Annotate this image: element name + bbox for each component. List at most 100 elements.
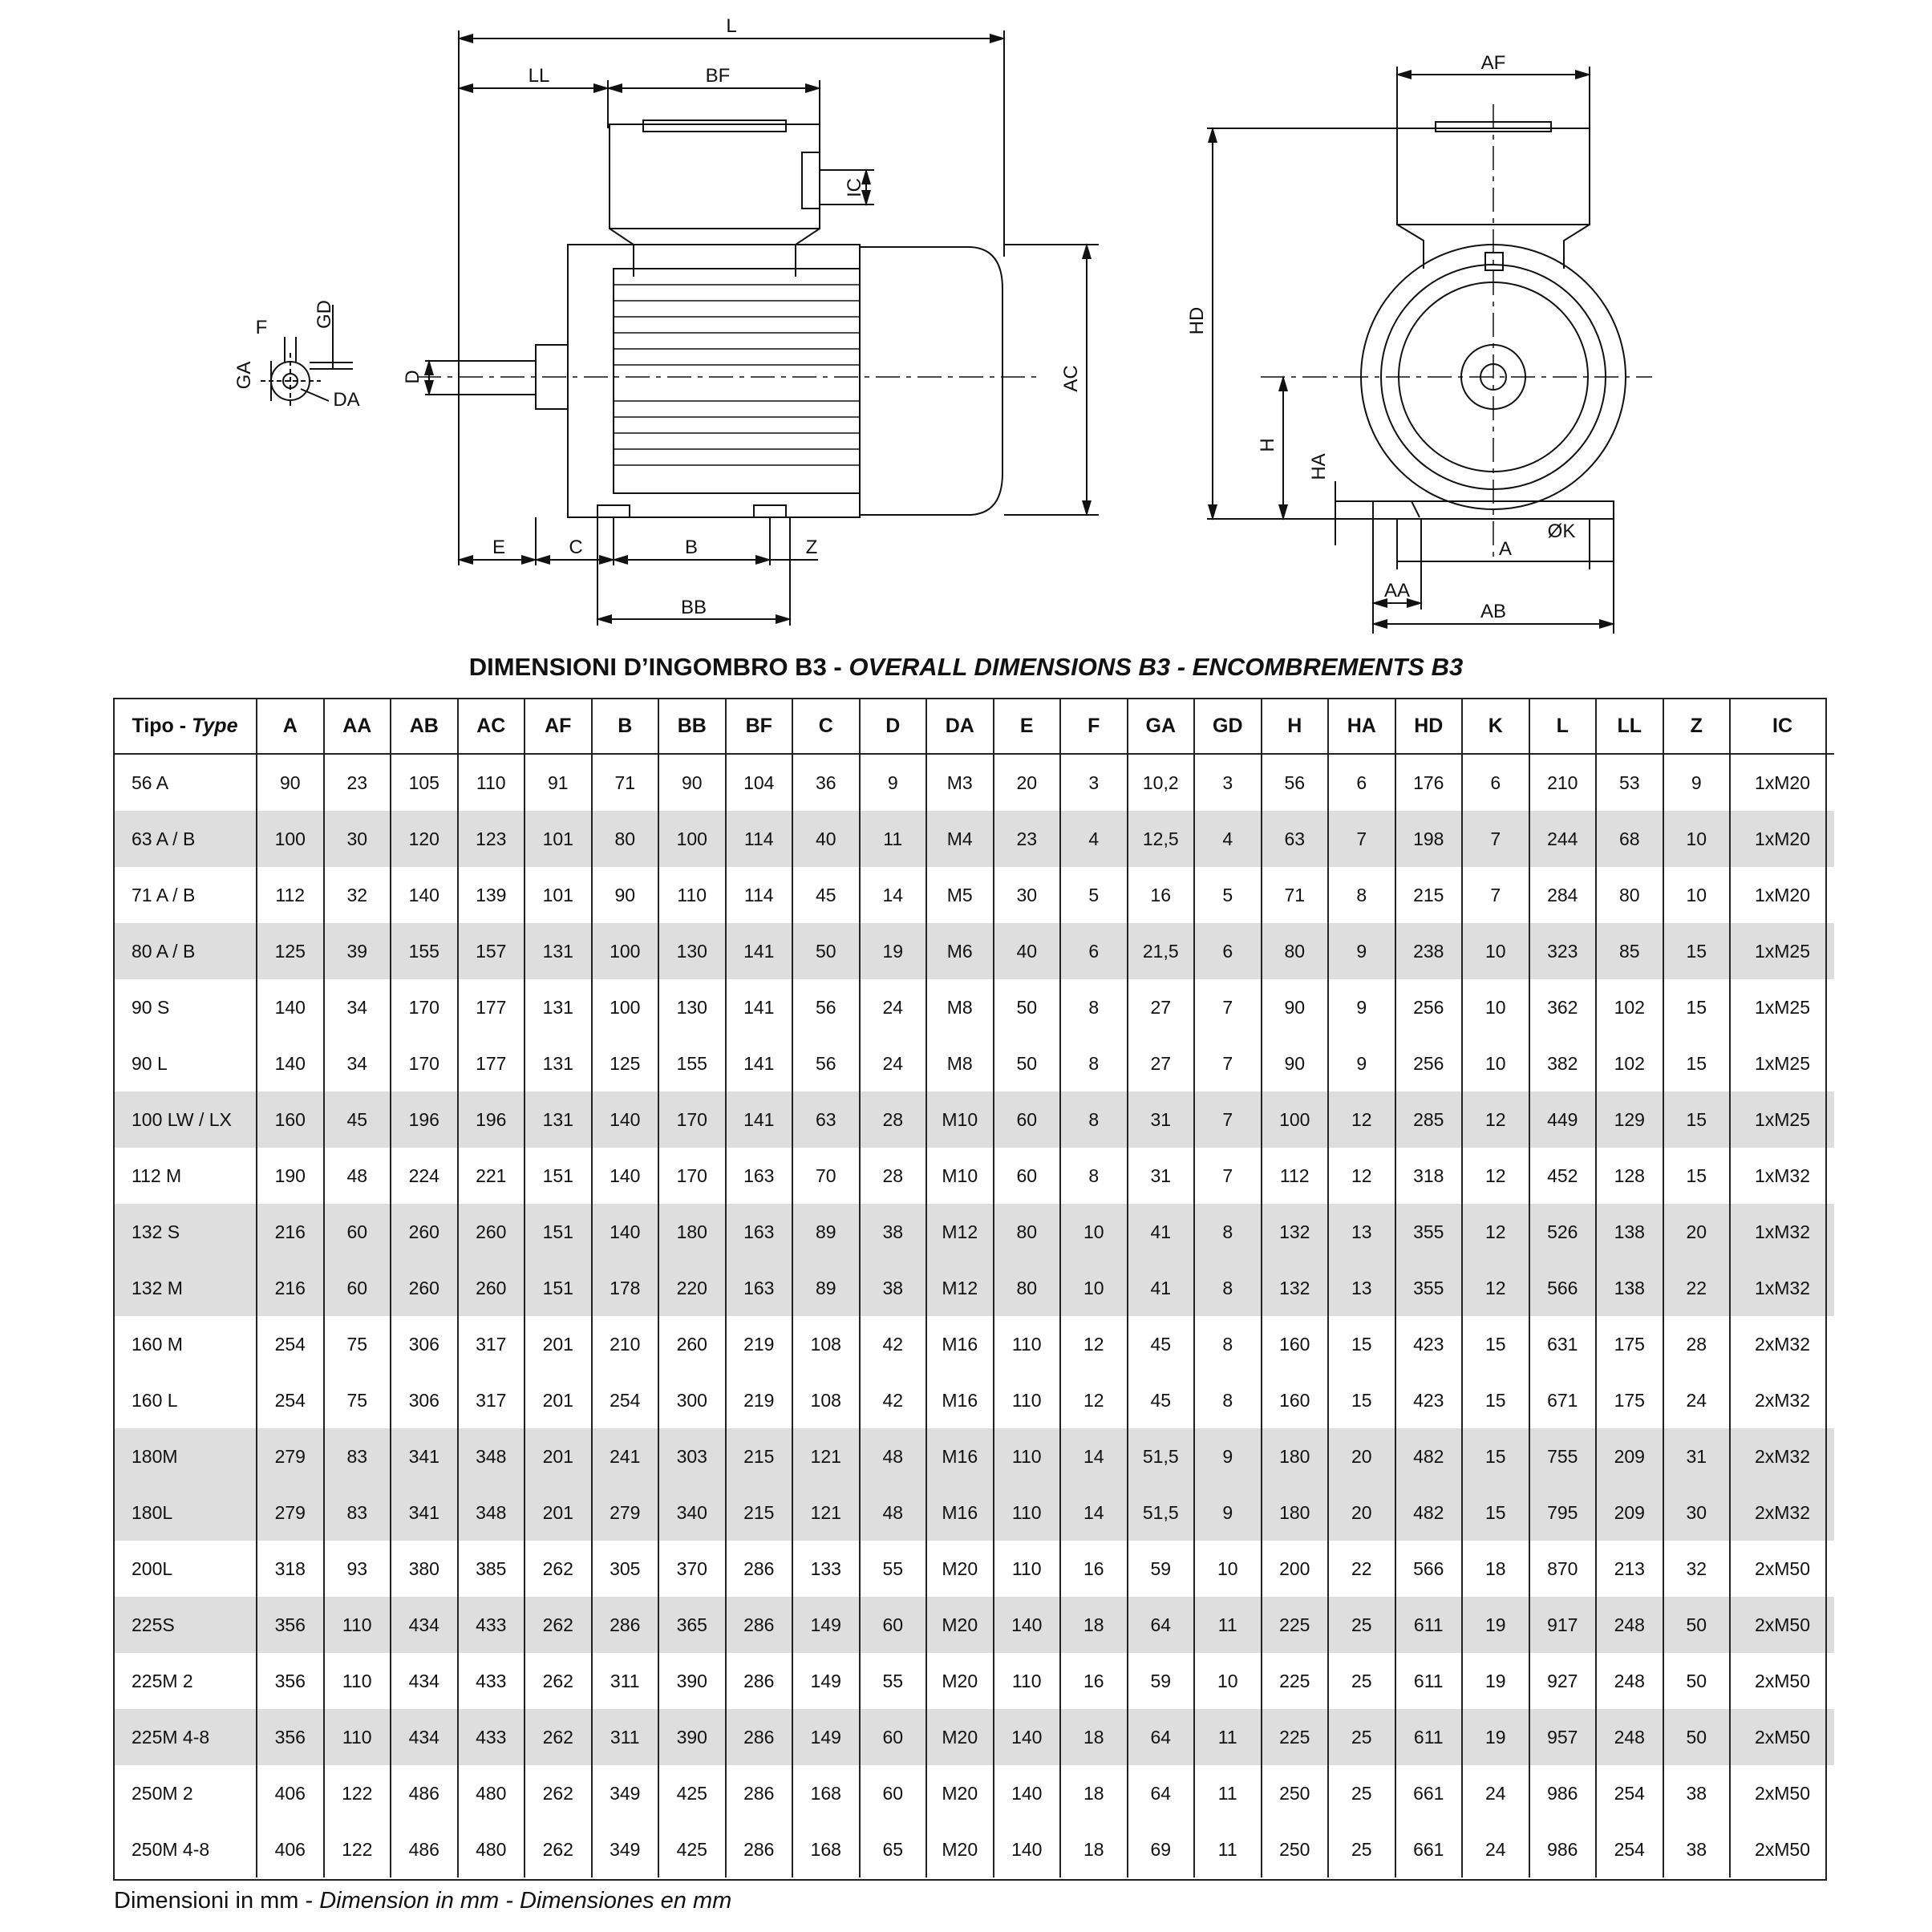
table-cell: 356 (256, 1597, 324, 1653)
table-cell: 160 (1260, 1316, 1328, 1372)
table-cell: 110 (992, 1372, 1060, 1428)
table-cell: 449 (1528, 1092, 1596, 1148)
table-cell: 8 (1193, 1260, 1262, 1316)
table-cell: 114 (724, 811, 792, 867)
table-cell: 286 (724, 1541, 792, 1597)
table-cell: 224 (390, 1148, 458, 1204)
table-cell: 90 (1260, 1035, 1328, 1092)
table-cell: 110 (322, 1709, 391, 1765)
table-cell: 1xM20 (1729, 754, 1834, 811)
table-cell: 20 (1327, 1484, 1395, 1541)
table-cell: M20 (925, 1597, 994, 1653)
column-header-af: AF (524, 699, 592, 755)
table-cell: 102 (1595, 979, 1663, 1035)
table-cell: 1xM25 (1729, 1035, 1834, 1092)
table-cell: 2xM32 (1729, 1372, 1834, 1428)
table-cell: 83 (322, 1428, 391, 1484)
table-cell: 48 (858, 1428, 926, 1484)
table-cell: 262 (524, 1653, 592, 1709)
table-cell: 140 (590, 1204, 658, 1260)
table-cell: 220 (658, 1260, 726, 1316)
table-cell: 341 (390, 1484, 458, 1541)
table-cell: 425 (658, 1821, 726, 1877)
table-cell: 163 (724, 1260, 792, 1316)
table-cell: 45 (1126, 1316, 1194, 1372)
table-cell: 60 (992, 1092, 1060, 1148)
table-cell: 180 (1260, 1484, 1328, 1541)
table-cell: 28 (858, 1148, 926, 1204)
table-cell: 305 (590, 1541, 658, 1597)
table-cell: 631 (1528, 1316, 1596, 1372)
table-cell: 248 (1595, 1653, 1663, 1709)
table-cell: M10 (925, 1092, 994, 1148)
table-cell: 140 (992, 1597, 1060, 1653)
table-cell: 12 (1461, 1092, 1529, 1148)
table-cell: 480 (456, 1821, 525, 1877)
table-cell: 216 (256, 1204, 324, 1260)
table-cell: 254 (1595, 1821, 1663, 1877)
dimension-label-ll: LL (529, 65, 550, 87)
table-cell: 12,5 (1126, 811, 1194, 867)
table-cell: 225 (1260, 1709, 1328, 1765)
dimension-label-ic: IC (844, 178, 865, 197)
table-cell: 9 (858, 754, 926, 811)
table-cell: 7 (1193, 979, 1262, 1035)
table-cell: 91 (524, 754, 592, 811)
table-cell: 611 (1394, 1597, 1462, 1653)
table-cell: 149 (792, 1653, 860, 1709)
table-cell: 177 (456, 979, 525, 1035)
table-cell: 31 (1662, 1428, 1730, 1484)
table-cell: 433 (456, 1709, 525, 1765)
table-cell: 262 (524, 1821, 592, 1877)
dimension-label-e: E (492, 537, 505, 558)
table-cell: M12 (925, 1204, 994, 1260)
table-cell: 155 (390, 923, 458, 979)
table-cell: 3 (1193, 754, 1262, 811)
dimension-label-k: ØK (1548, 520, 1576, 542)
table-cell: 406 (256, 1765, 324, 1821)
table-cell: 108 (792, 1316, 860, 1372)
table-cell: 260 (456, 1260, 525, 1316)
table-cell: 170 (390, 1035, 458, 1092)
table-cell: 31 (1126, 1148, 1194, 1204)
motor-type-cell: 225S (114, 1597, 257, 1653)
column-header-e: E (992, 699, 1060, 755)
table-cell: 1xM25 (1729, 1092, 1834, 1148)
table-cell: 41 (1126, 1260, 1194, 1316)
motor-type-cell: 225M 2 (132, 1670, 193, 1691)
table-cell: 256 (1394, 979, 1462, 1035)
table-cell: 100 (256, 811, 324, 867)
table-cell: 151 (524, 1260, 592, 1316)
table-cell: 32 (1662, 1541, 1730, 1597)
table-cell: 10 (1461, 1035, 1529, 1092)
table-cell: 9 (1193, 1484, 1262, 1541)
table-cell: 370 (658, 1541, 726, 1597)
table-cell: 32 (322, 867, 391, 923)
table-cell: 254 (256, 1316, 324, 1372)
table-cell: 50 (1662, 1597, 1730, 1653)
table-cell: 75 (322, 1316, 391, 1372)
table-cell: 10,2 (1126, 754, 1194, 811)
table-cell: 2xM50 (1729, 1709, 1834, 1765)
table-cell: M20 (925, 1821, 994, 1877)
table-cell: 260 (456, 1204, 525, 1260)
table-cell: 306 (390, 1316, 458, 1372)
table-cell: 365 (658, 1597, 726, 1653)
table-cell: 53 (1595, 754, 1663, 811)
table-cell: 11 (1193, 1765, 1262, 1821)
table-cell: 340 (658, 1484, 726, 1541)
table-cell: 30 (1662, 1484, 1730, 1541)
table-cell: 434 (390, 1709, 458, 1765)
table-cell: 7 (1193, 1035, 1262, 1092)
dimension-label-h: H (1257, 438, 1278, 452)
table-cell: 110 (992, 1428, 1060, 1484)
motor-type-cell: 71 A / B (132, 884, 196, 905)
table-cell: 423 (1394, 1316, 1462, 1372)
table-cell: 7 (1193, 1092, 1262, 1148)
table-cell: 123 (456, 811, 525, 867)
table-cell: 60 (322, 1260, 391, 1316)
table-cell: 11 (858, 811, 926, 867)
